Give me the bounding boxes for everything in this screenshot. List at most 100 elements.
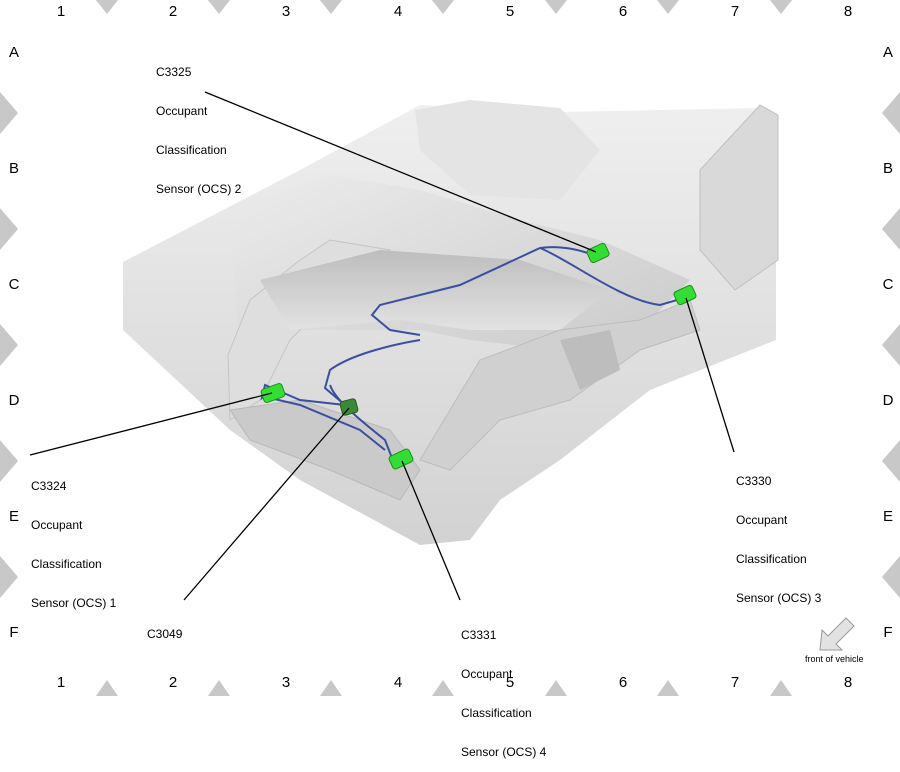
grid-col-3-bottom: 3	[281, 674, 291, 691]
border-marker	[0, 208, 18, 250]
grid-row-d-right: D	[882, 392, 894, 409]
grid-col-8-top: 8	[843, 3, 853, 20]
grid-col-5-top: 5	[505, 3, 515, 20]
seat-back-top	[415, 100, 600, 200]
harness-front	[269, 397, 386, 451]
border-marker	[0, 324, 18, 366]
callout-c3331-line-3: Sensor (OCS) 4	[461, 745, 547, 759]
seat-back-right	[699, 104, 779, 291]
arrow-icon	[819, 617, 855, 651]
callout-c3325: C3325 Occupant Classification Sensor (OC…	[156, 40, 241, 209]
callout-c3325-line-2: Classification	[156, 143, 227, 157]
grid-row-b-left: B	[8, 160, 19, 177]
leader-lines	[29, 91, 735, 601]
callout-c3324-line-2: Classification	[31, 557, 102, 571]
callout-c3324-line-3: Sensor (OCS) 1	[31, 596, 117, 610]
border-marker	[545, 680, 567, 696]
connector-c3324	[260, 383, 286, 403]
grid-row-f-right: F	[883, 624, 893, 641]
grid-col-5-bottom: 5	[505, 674, 515, 691]
callout-c3330-line-2: Classification	[736, 552, 807, 566]
border-marker	[96, 0, 118, 14]
seat-well	[260, 250, 610, 330]
callout-c3330-line-3: Sensor (OCS) 3	[736, 591, 822, 605]
grid-row-c-left: C	[8, 276, 20, 293]
border-marker	[882, 556, 900, 598]
grid-row-b-right: B	[882, 160, 893, 177]
border-marker	[882, 440, 900, 482]
front-of-vehicle-label: front of vehicle	[805, 654, 864, 664]
border-marker	[0, 556, 18, 598]
border-markers	[0, 0, 900, 696]
seat-bracket-right	[560, 330, 620, 390]
callout-c3330-id: C3330	[736, 474, 772, 488]
border-marker	[770, 0, 792, 14]
harness-lower	[329, 384, 401, 463]
callout-c3325-id: C3325	[156, 65, 192, 79]
callout-c3049: C3049	[147, 602, 182, 654]
connectors	[260, 242, 697, 470]
leader-c3325	[204, 91, 597, 253]
border-marker	[432, 0, 454, 14]
border-marker	[882, 208, 900, 250]
grid-row-e-left: E	[8, 508, 19, 525]
grid-row-a-right: A	[882, 44, 893, 61]
border-marker	[0, 440, 18, 482]
callout-c3325-line-1: Occupant	[156, 104, 208, 118]
callout-c3324-id: C3324	[31, 479, 67, 493]
border-marker	[432, 680, 454, 696]
connector-c3325	[586, 242, 610, 264]
seat-right-rail	[419, 299, 701, 471]
border-marker	[320, 0, 342, 14]
grid-row-e-right: E	[882, 508, 893, 525]
leader-c3324	[29, 392, 273, 456]
grid-col-7-top: 7	[730, 3, 740, 20]
callout-c3331-line-2: Classification	[461, 706, 532, 720]
harness-center	[323, 339, 421, 406]
leader-c3330	[685, 297, 735, 453]
grid-col-1-bottom: 1	[56, 674, 66, 691]
callout-c3331: C3331 Occupant Classification Sensor (OC…	[461, 603, 546, 772]
grid-row-d-left: D	[8, 392, 20, 409]
border-marker	[96, 680, 118, 696]
grid-col-7-bottom: 7	[730, 674, 740, 691]
callout-c3330: C3330 Occupant Classification Sensor (OC…	[736, 449, 821, 618]
grid-col-1-top: 1	[56, 3, 66, 20]
border-marker	[545, 0, 567, 14]
callout-c3331-line-1: Occupant	[461, 667, 513, 681]
grid-col-3-top: 3	[281, 3, 291, 20]
callout-c3049-id: C3049	[147, 627, 183, 641]
grid-row-a-left: A	[8, 44, 19, 61]
callout-c3324: C3324 Occupant Classification Sensor (OC…	[31, 454, 116, 623]
border-marker	[657, 680, 679, 696]
border-marker	[320, 680, 342, 696]
border-marker	[770, 680, 792, 696]
harness-right-branch	[539, 247, 685, 307]
grid-col-6-top: 6	[618, 3, 628, 20]
grid-col-8-bottom: 8	[843, 674, 853, 691]
wiring-diagram	[0, 0, 900, 696]
callout-c3325-line-3: Sensor (OCS) 2	[156, 182, 242, 196]
border-marker	[0, 92, 18, 134]
border-marker	[208, 0, 230, 14]
grid-row-f-left: F	[9, 624, 19, 641]
leader-c3331	[401, 460, 461, 601]
grid-col-6-bottom: 6	[618, 674, 628, 691]
connector-c3049	[339, 398, 359, 416]
grid-col-2-bottom: 2	[168, 674, 178, 691]
seat-illustration	[123, 100, 779, 545]
connector-c3330	[673, 284, 697, 306]
callout-c3324-line-1: Occupant	[31, 518, 83, 532]
grid-col-4-top: 4	[393, 3, 403, 20]
seat-front-frame	[229, 399, 421, 501]
border-marker	[208, 680, 230, 696]
front-of-vehicle-arrow	[819, 617, 855, 651]
grid-col-4-bottom: 4	[393, 674, 403, 691]
leader-c3049	[183, 407, 350, 601]
callout-c3330-line-1: Occupant	[736, 513, 788, 527]
callout-c3331-id: C3331	[461, 628, 497, 642]
border-marker	[882, 324, 900, 366]
border-marker	[882, 92, 900, 134]
grid-row-c-right: C	[882, 276, 894, 293]
grid-col-2-top: 2	[168, 3, 178, 20]
